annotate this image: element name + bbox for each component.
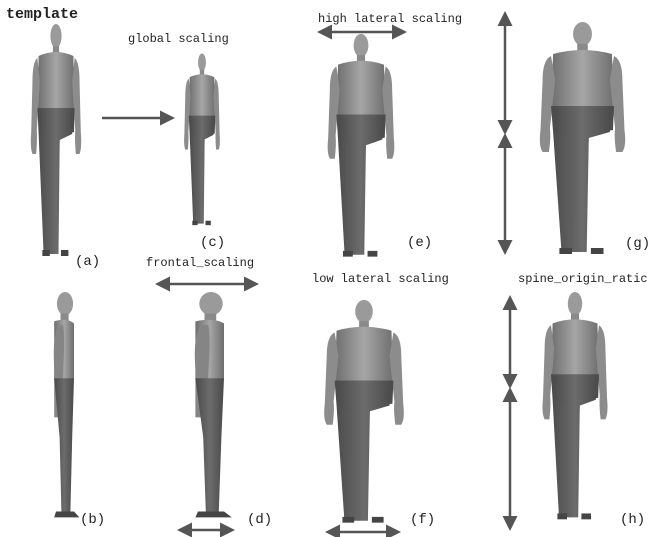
panel-label-h: (h): [620, 512, 645, 528]
figure-a-template: [31, 24, 81, 256]
panel-label-f: (f): [410, 512, 435, 528]
panel-label-d: (d): [247, 512, 272, 528]
label-global-scaling: global scaling: [128, 32, 229, 46]
panel-label-b: (b): [80, 512, 105, 528]
figure-c-global-scaling: [184, 53, 220, 225]
panel-label-a: (a): [75, 254, 100, 270]
label-high-lateral-scaling: high lateral scaling: [318, 12, 462, 26]
label-template: template: [6, 6, 78, 23]
label-low-lateral-scaling: low lateral scaling: [312, 272, 449, 286]
panel-label-g: (g): [625, 236, 650, 252]
figure-d-frontal-scaling: [195, 292, 232, 517]
label-frontal-scaling: frontal_scaling: [146, 256, 254, 270]
figure-b-side-template: [54, 292, 80, 517]
figure-f-low-lateral: [324, 300, 404, 523]
panel-label-e: (e): [407, 235, 432, 251]
panel-label-c: (c): [200, 235, 225, 251]
label-spine-origin-ratio: spine_origin_ratic: [518, 272, 648, 286]
figure-g: [540, 22, 625, 254]
figure-e-high-lateral: [328, 34, 395, 257]
figure-h-spine-origin: [542, 292, 607, 519]
